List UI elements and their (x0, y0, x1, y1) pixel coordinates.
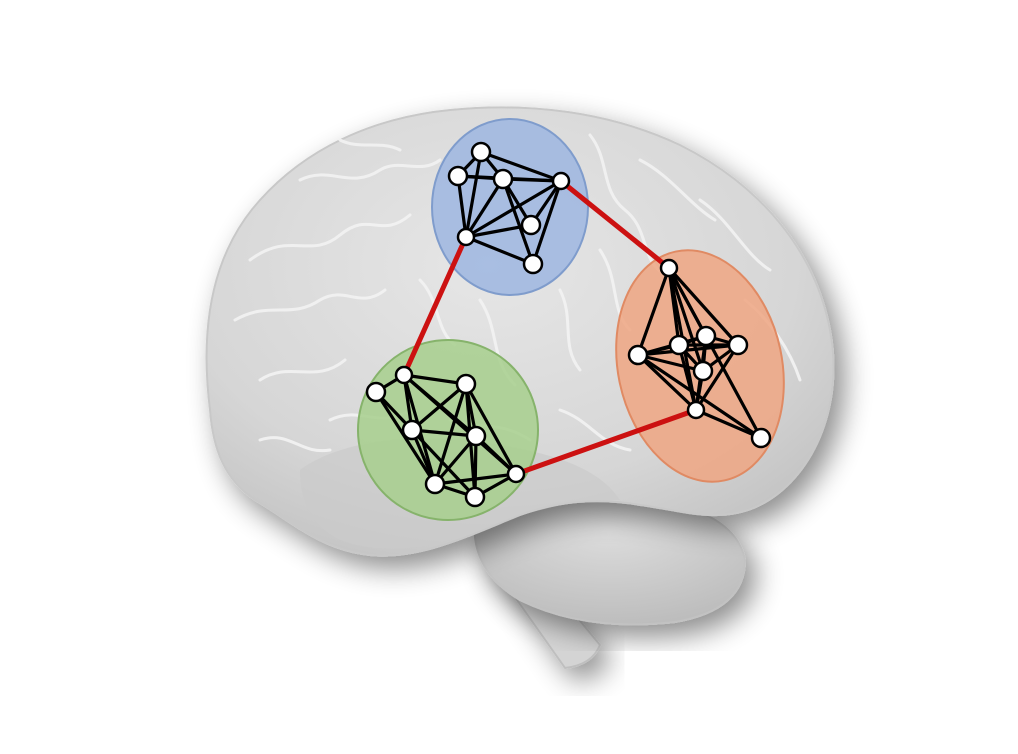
node (522, 253, 544, 275)
node (506, 464, 526, 484)
edge-blue-orange (558, 178, 672, 271)
node (692, 360, 714, 382)
node (455, 373, 477, 395)
edge-blue-green (401, 234, 469, 378)
inter-module-edges (401, 178, 699, 477)
node (520, 214, 542, 236)
node (668, 334, 690, 356)
node (686, 400, 706, 420)
node (750, 427, 772, 449)
node (551, 171, 571, 191)
green-module (357, 339, 539, 521)
node (695, 325, 717, 347)
edge-green-orange (513, 407, 699, 477)
node (659, 258, 679, 278)
node (464, 486, 486, 508)
node (727, 334, 749, 356)
node (401, 419, 423, 441)
node (492, 168, 514, 190)
node (424, 473, 446, 495)
node (465, 425, 487, 447)
node (456, 227, 476, 247)
node (394, 365, 414, 385)
nodes (365, 141, 772, 508)
node (365, 381, 387, 403)
node (627, 344, 649, 366)
node (470, 141, 492, 163)
blue-module (431, 118, 589, 296)
node (447, 165, 469, 187)
